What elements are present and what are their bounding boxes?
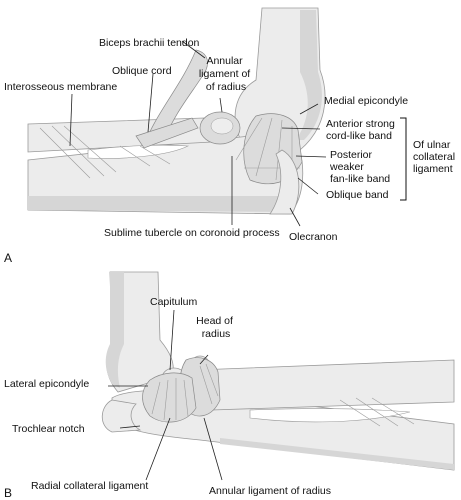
head-of-radius-label: Head of radius [196,315,236,340]
biceps-tendon-label: Biceps brachii tendon [99,37,200,49]
olecranon-a [269,149,300,215]
radius-b [195,359,455,411]
radial-collateral-label: Radial collateral ligament [31,480,148,492]
humerus-a-shade [296,10,322,140]
radial-collateral-b [142,372,197,423]
panel-a: Biceps brachii tendon Oblique cord Inter… [4,7,458,265]
panel-a-letter: A [4,251,12,265]
ulnar-collateral-fibers-a [235,117,300,181]
olecranon-b [101,399,142,433]
forearm-a-shade [28,196,290,212]
annular-ligament-label: Annular ligament of of radius [199,55,253,93]
medial-epicondyle-label: Medial epicondyle [324,95,408,107]
interosseous-fibers-a [39,125,171,179]
leaders-b [108,309,223,481]
interosseous-gap-b [249,408,411,423]
radial-collateral-fibers-b [151,363,219,421]
humerus-b-shade [105,272,124,388]
annular-ligament-a-inner [210,117,234,135]
forearm-b-shade [220,438,454,470]
ulnar-collateral-bracket [400,117,407,201]
interosseous-fibers-b [339,397,415,427]
ulnar-collateral-label: Of ulnar collateral ligament [413,139,458,175]
interosseous-gap-a [87,144,190,159]
biceps-tendon-a [145,49,208,141]
olecranon-label: Olecranon [289,231,338,243]
panel-b: Capitulum Head of radius Lateral epicond… [4,271,455,500]
annular-ligament-b-label: Annular ligament of radius [209,485,331,497]
posterior-band-label: Posterior weaker fan-like band [329,149,390,185]
lateral-epicondyle-label: Lateral epicondyle [4,378,89,390]
panel-b-letter: B [4,486,12,500]
interosseous-membrane-label: Interosseous membrane [4,81,117,93]
oblique-cord-label: Oblique cord [112,65,172,77]
sublime-tubercle-label: Sublime tubercle on coronoid process [104,227,280,239]
leaders-a [69,40,327,227]
capitulum-label: Capitulum [150,296,198,308]
oblique-band-label: Oblique band [326,189,389,201]
oblique-cord-a [135,117,199,149]
trochlear-notch-label: Trochlear notch [12,423,85,435]
anterior-band-label: Anterior strong cord-like band [326,118,398,142]
